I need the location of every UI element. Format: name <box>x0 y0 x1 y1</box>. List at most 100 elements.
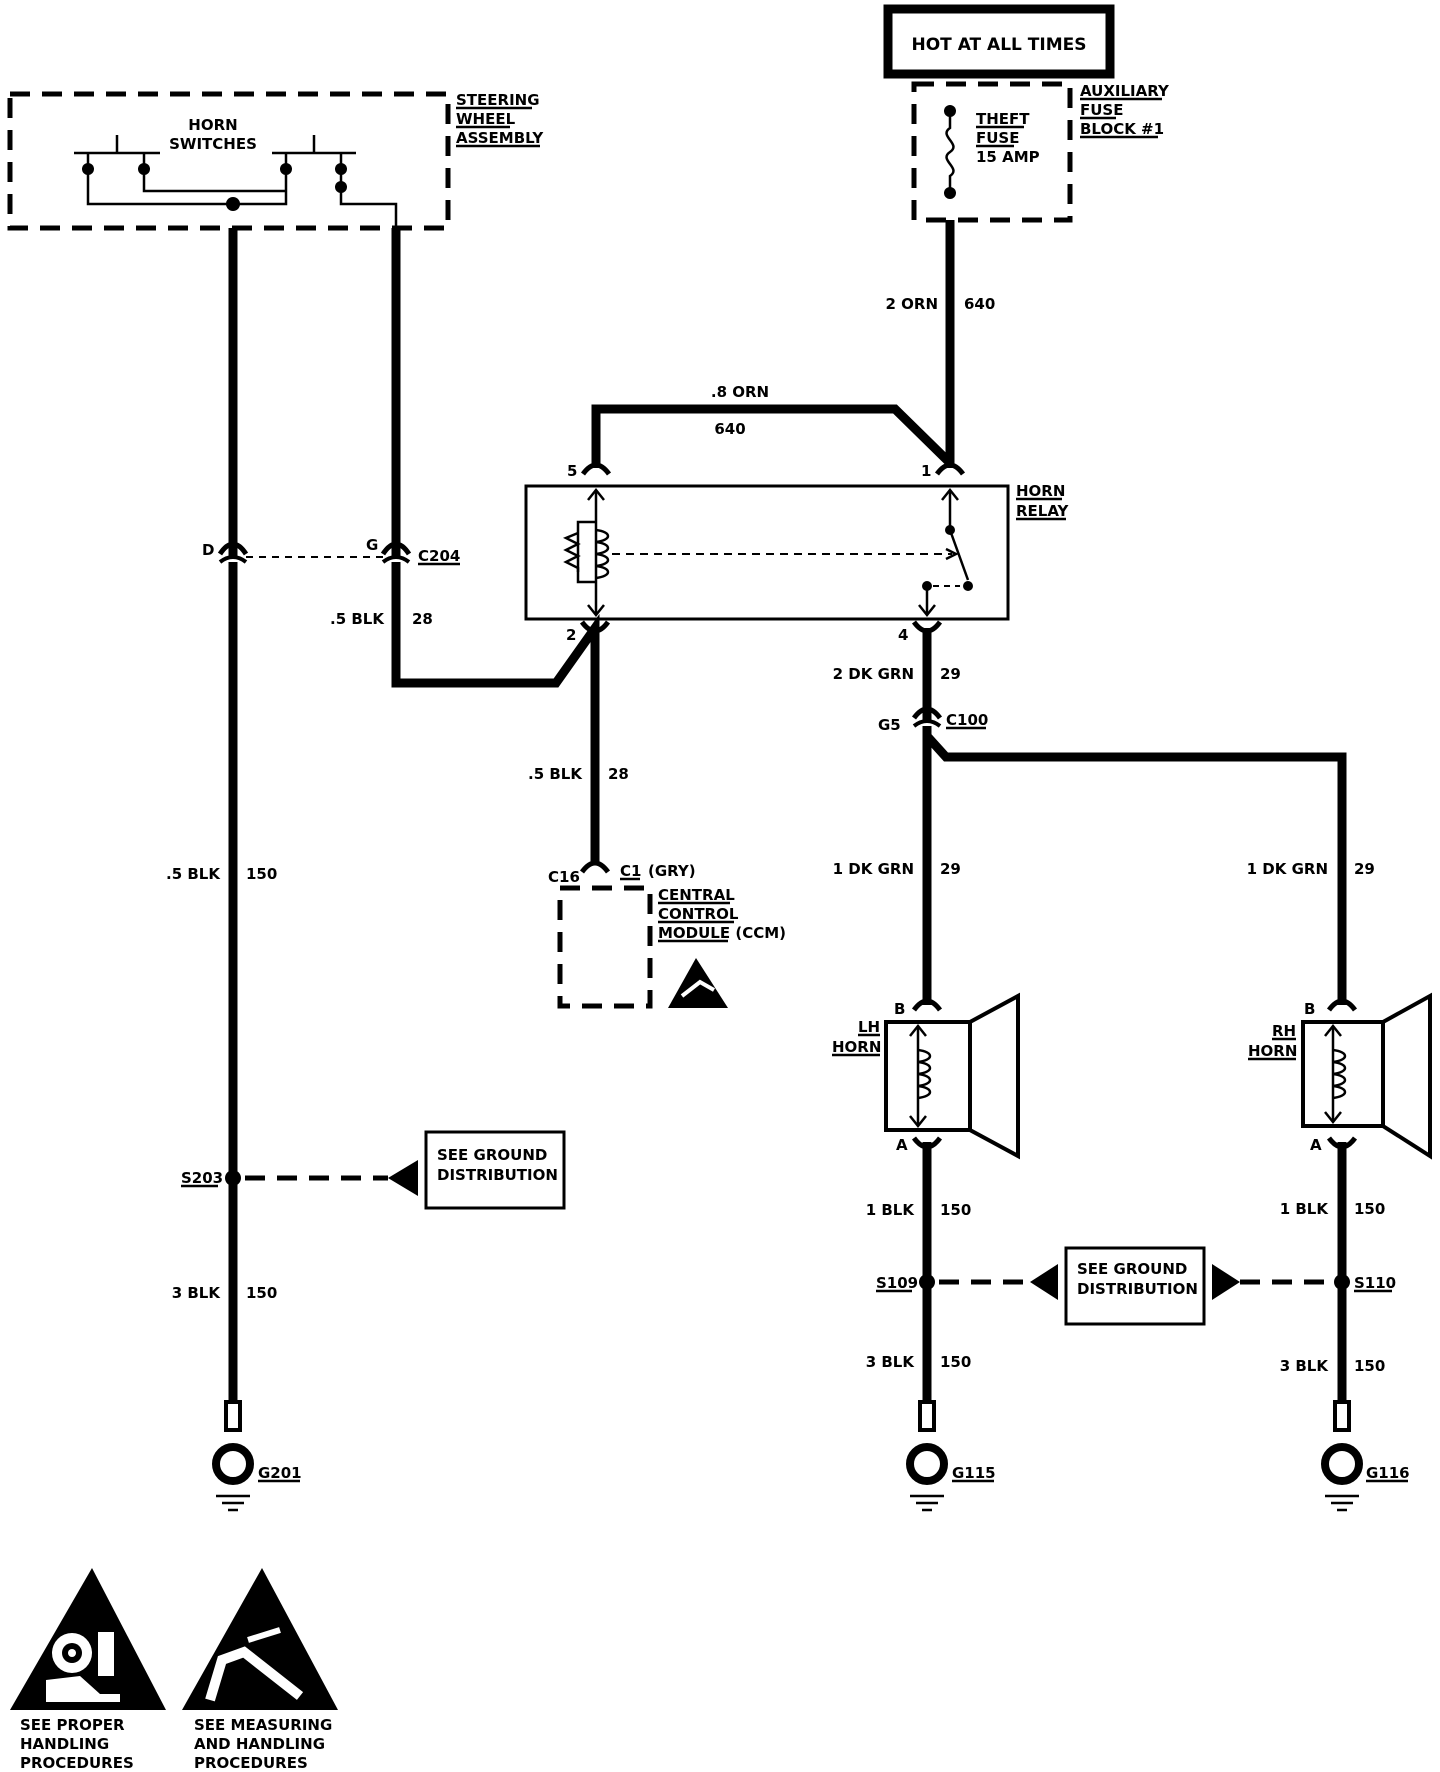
steering-wheel-label-1: STEERING <box>456 91 540 109</box>
rh-horn-coil-icon <box>1332 1048 1347 1100</box>
wire-150-left-upper-gauge: .5 BLK <box>166 865 221 883</box>
hot-at-all-times-box: HOT AT ALL TIMES <box>883 4 1115 79</box>
s110-label: S110 <box>1354 1274 1396 1292</box>
g116-label: G116 <box>1366 1464 1410 1482</box>
ccm-label-1: CENTRAL <box>658 886 735 904</box>
airbag-legend-line-3: PROCEDURES <box>20 1754 134 1772</box>
ground-ref-left-line-1: SEE GROUND <box>437 1146 547 1164</box>
central-control-module: C16 C1 (GRY) CENTRAL CONTROL MODULE (CCM… <box>548 860 786 1009</box>
steering-wheel-label-3: ASSEMBLY <box>456 129 544 147</box>
horn-switches-label-2: SWITCHES <box>169 135 257 153</box>
wire-28-lower-gauge: .5 BLK <box>528 765 583 783</box>
wire-150-lh-lower-circuit: 150 <box>940 1353 971 1371</box>
relay-pin-1: 1 <box>921 462 931 480</box>
connector-c204: D G C204 <box>202 536 460 566</box>
ground-ref-arrow-right-icon <box>1212 1264 1240 1300</box>
wire-150-rh-lower-circuit: 150 <box>1354 1357 1385 1375</box>
ground-g116: G116 <box>1321 1400 1410 1512</box>
ground-ref-left-line-2: DISTRIBUTION <box>437 1166 558 1184</box>
g201-label: G201 <box>258 1464 302 1482</box>
ground-ref-arrow-icon <box>388 1160 418 1196</box>
fuse-block-outline <box>911 81 1073 223</box>
ground-ref-arrow-left-icon <box>1030 1264 1058 1300</box>
horn-switch-right-icon <box>272 135 356 193</box>
airbag-warning-icon <box>10 1568 166 1710</box>
lh-horn-pin-a: A <box>896 1136 908 1154</box>
horn-relay: 5 1 2 4 HORN RELAY <box>524 462 1070 644</box>
wire-29-rh-gauge: 1 DK GRN <box>1247 860 1328 878</box>
connector-c100: G5 C100 <box>878 706 988 734</box>
wire-28 <box>391 228 600 865</box>
splice-s109: S109 <box>876 1264 1058 1300</box>
wire-29-rh <box>923 732 1347 1005</box>
splice-s110: S110 <box>1212 1264 1396 1300</box>
auxiliary-fuse-block: THEFT FUSE 15 AMP AUXILIARY FUSE BLOCK #… <box>911 81 1170 223</box>
horn-relay-label-1: HORN <box>1016 482 1065 500</box>
wire-28-upper-gauge: .5 BLK <box>330 610 385 628</box>
wire-29-rh-circuit: 29 <box>1354 860 1375 878</box>
legend-airbag: SEE PROPER HANDLING PROCEDURES <box>10 1568 166 1772</box>
lh-horn-label-1: LH <box>858 1018 880 1036</box>
wire-640-relay-gauge: .8 ORN <box>711 383 769 401</box>
wire-29-lh-gauge: 1 DK GRN <box>833 860 914 878</box>
relay-pin-5: 5 <box>567 462 577 480</box>
lh-horn: B A LH HORN <box>832 992 1020 1160</box>
lh-horn-pin-b: B <box>894 1000 905 1018</box>
rh-horn-label-1: RH <box>1272 1022 1296 1040</box>
relay-coil-icon <box>562 520 610 584</box>
relay-pin-4: 4 <box>898 626 908 644</box>
wire-28-lower-circuit: 28 <box>608 765 629 783</box>
horn-relay-label-2: RELAY <box>1016 502 1070 520</box>
ground-ref-right-line-1: SEE GROUND <box>1077 1260 1187 1278</box>
wire-150-left-upper-circuit: 150 <box>246 865 277 883</box>
ccm-label-3: MODULE (CCM) <box>658 924 786 942</box>
c100-label: C100 <box>946 711 988 729</box>
c204-label: C204 <box>418 547 460 565</box>
rh-horn-label-2: HORN <box>1248 1042 1297 1060</box>
ground-ref-right-line-2: DISTRIBUTION <box>1077 1280 1198 1298</box>
wire-150-lh-lower-gauge: 3 BLK <box>866 1353 916 1371</box>
wire-150-rh-upper-gauge: 1 BLK <box>1280 1200 1330 1218</box>
wire-150-lh-upper-circuit: 150 <box>940 1201 971 1219</box>
wire-150-rh-lower-gauge: 3 BLK <box>1280 1357 1330 1375</box>
fuse-label-3: 15 AMP <box>976 148 1040 166</box>
esd-legend-line-2: AND HANDLING <box>194 1735 325 1753</box>
wire-150-left-lower-circuit: 150 <box>246 1284 277 1302</box>
wire-28-upper-circuit: 28 <box>412 610 433 628</box>
horn-switches-label-1: HORN <box>188 116 237 134</box>
wire-29-relay-circuit: 29 <box>940 665 961 683</box>
c204-pin-g: G <box>366 536 378 554</box>
c204-pin-d: D <box>202 541 214 559</box>
steering-wheel-assembly: HORN SWITCHES STEERING WHEEL ASSE <box>7 91 544 231</box>
ccm-outline <box>557 885 653 1009</box>
fuse-label-1: THEFT <box>976 110 1030 128</box>
fuse-block-label-2: FUSE <box>1080 101 1123 119</box>
steering-wheel-label-2: WHEEL <box>456 110 516 128</box>
esd-legend-line-3: PROCEDURES <box>194 1754 308 1772</box>
rh-horn: B A RH HORN <box>1248 992 1432 1160</box>
wire-29-lh-circuit: 29 <box>940 860 961 878</box>
splice-s203: S203 <box>181 1160 418 1196</box>
wire-640-relay <box>591 404 954 468</box>
ccm-pin: C16 <box>548 868 580 886</box>
legend-esd: SEE MEASURING AND HANDLING PROCEDURES <box>182 1568 338 1772</box>
ground-ref-box-right: SEE GROUND DISTRIBUTION <box>1064 1246 1206 1326</box>
lh-horn-label-2: HORN <box>832 1038 881 1056</box>
wire-150-left-lower-gauge: 3 BLK <box>172 1284 222 1302</box>
wire-640-main-circuit: 640 <box>964 295 995 313</box>
wire-150-lh-upper-gauge: 1 BLK <box>866 1201 916 1219</box>
ground-ref-box-left: SEE GROUND DISTRIBUTION <box>424 1130 566 1210</box>
fuse-symbol-icon <box>945 111 955 193</box>
ccm-connector-color: (GRY) <box>648 862 696 880</box>
wire-150-rh-upper-circuit: 150 <box>1354 1200 1385 1218</box>
fuse-block-label-3: BLOCK #1 <box>1080 120 1164 138</box>
fuse-label-2: FUSE <box>976 129 1019 147</box>
g115-label: G115 <box>952 1464 996 1482</box>
wire-640-relay-circuit: 640 <box>714 420 745 438</box>
esd-legend-line-1: SEE MEASURING <box>194 1716 332 1734</box>
wire-640-main-gauge: 2 ORN <box>885 295 938 313</box>
ground-g115: G115 <box>906 1400 996 1512</box>
s109-label: S109 <box>876 1274 918 1292</box>
ground-g201: G201 <box>212 1400 302 1512</box>
